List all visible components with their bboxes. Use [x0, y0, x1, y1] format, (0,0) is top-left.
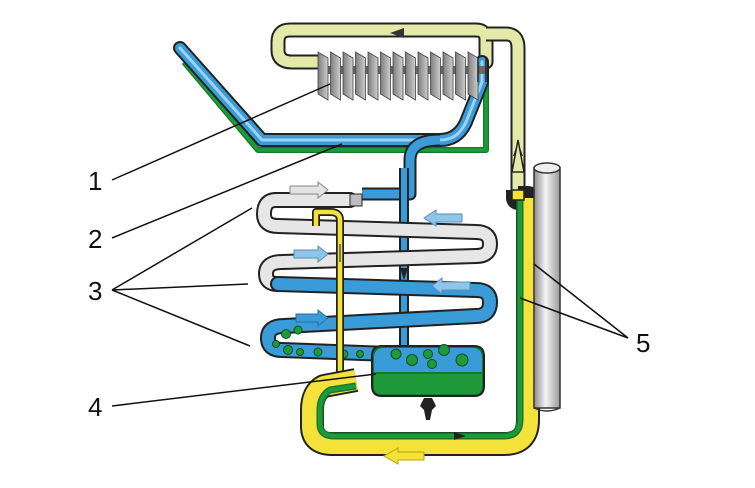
condenser-fin: [405, 51, 416, 101]
condenser-fin: [392, 51, 404, 101]
condenser-fin: [367, 51, 379, 101]
condenser-fin: [467, 51, 479, 101]
flow-arrow-down-icon: [400, 268, 408, 280]
condenser-fin: [342, 51, 354, 101]
burner-icon: [420, 398, 436, 420]
label-2: 2: [88, 224, 102, 254]
condenser-fin: [317, 51, 329, 101]
label-5: 5: [636, 328, 650, 358]
evaporator-coil: [256, 192, 498, 362]
gas-flow-arrows: [289, 180, 471, 328]
condenser-fin: [417, 51, 429, 101]
tube-2: [173, 41, 489, 147]
arrow-right-icon: [289, 180, 329, 200]
arrow-right-icon: [295, 308, 329, 328]
condenser-fin: [355, 51, 366, 101]
absorber-return-line: [181, 60, 489, 153]
label-1: 1: [88, 166, 102, 196]
absorber-vessel: [371, 344, 485, 420]
arrow-right-icon: [293, 244, 329, 264]
condenser-fin: [380, 51, 391, 101]
flow-arrow-left-icon: [390, 28, 404, 38]
flow-arrow-left-icon: [382, 447, 425, 465]
condenser-fin: [442, 51, 454, 101]
flow-arrow-right-icon: [454, 432, 466, 440]
arrow-left-icon: [423, 209, 463, 227]
condenser-fin: [455, 51, 466, 101]
arrow-left-icon: [431, 276, 471, 296]
condenser-fins: [317, 51, 487, 101]
leader-lines: [111, 83, 629, 407]
condenser-fin: [330, 51, 341, 101]
flue-tube: [533, 162, 561, 412]
generator-pipes: [300, 139, 540, 465]
label-4: 4: [88, 392, 102, 422]
ammonia-bubbles: [272, 325, 364, 359]
condenser-fin: [430, 51, 441, 101]
label-3: 3: [88, 276, 102, 306]
